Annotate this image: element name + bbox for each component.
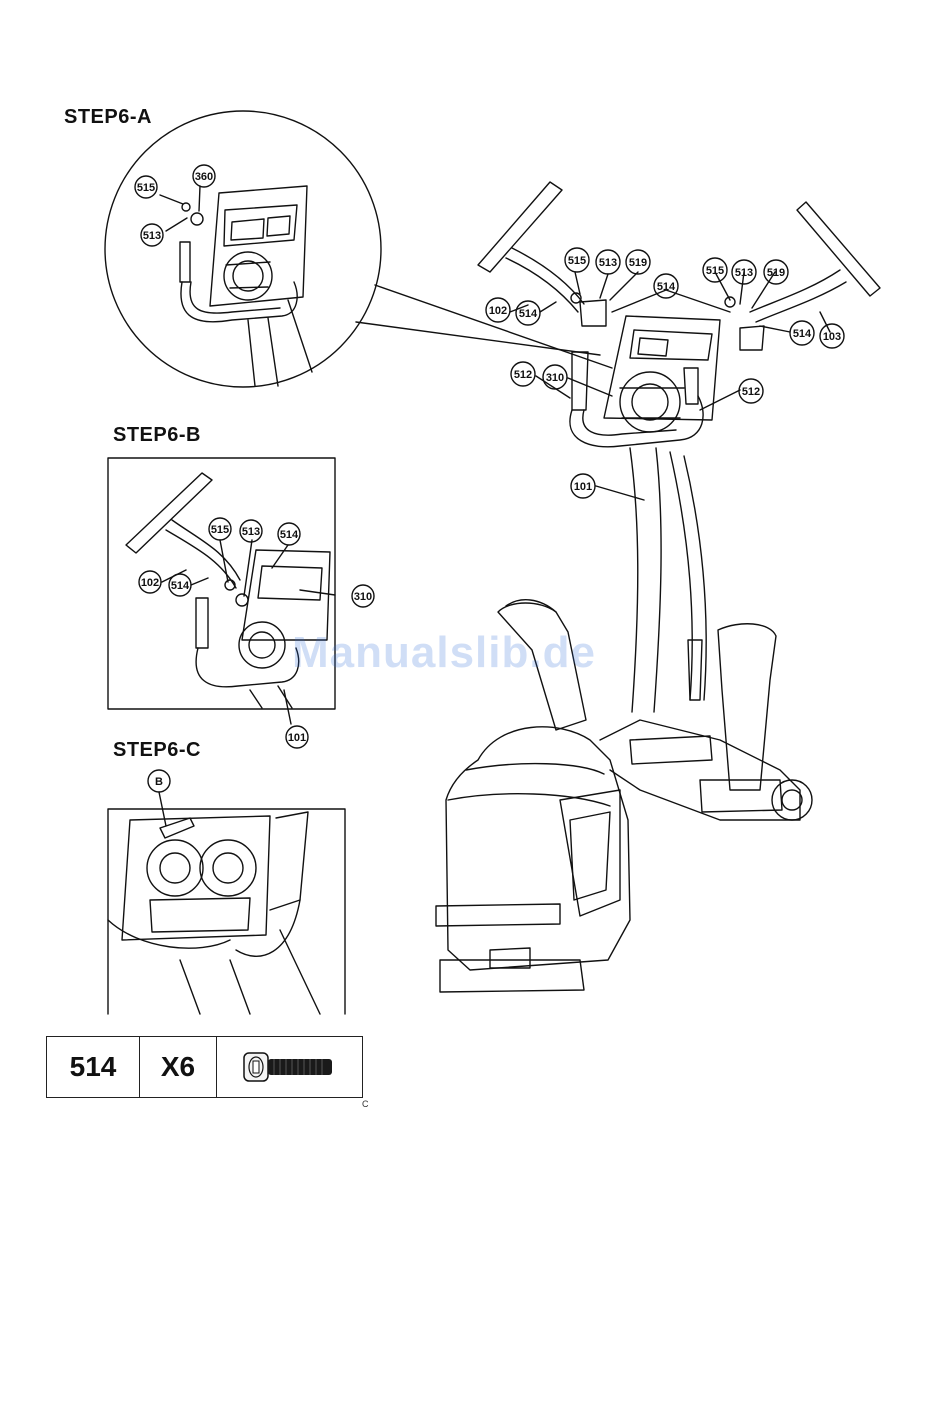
callout-label: 519 [629, 257, 647, 269]
callout-label: 512 [742, 386, 760, 398]
step-a-detail-circle [105, 111, 612, 387]
bolt-icon [217, 1037, 362, 1097]
callout-label: 101 [574, 481, 592, 493]
callout-label: 515 [706, 265, 724, 277]
callout-label: 360 [195, 171, 213, 183]
callout-label: 101 [288, 732, 306, 744]
parts-quantity-table: 514 X6 [46, 1036, 363, 1098]
callout-label: 514 [519, 308, 538, 320]
callout-label: 514 [171, 580, 190, 592]
callout-label: 103 [823, 331, 841, 343]
callout-label: B [155, 776, 163, 788]
callout-label: 515 [211, 524, 229, 536]
callout-label: 513 [735, 267, 753, 279]
callout-label: 102 [489, 305, 507, 317]
callout-label: 515 [568, 255, 586, 267]
callout-label: 519 [767, 267, 785, 279]
callout-label: 102 [141, 577, 159, 589]
part-number: 514 [47, 1037, 140, 1097]
step-b-detail-box [108, 458, 335, 724]
step-c-detail-box [108, 792, 345, 1014]
elliptical-machine [436, 182, 880, 992]
callout-label: 310 [354, 591, 372, 603]
callout-label: 514 [657, 281, 676, 293]
part-quantity: X6 [140, 1037, 217, 1097]
callout-label: 513 [599, 257, 617, 269]
corner-mark: C [362, 1099, 369, 1109]
callout-label: 513 [143, 230, 161, 242]
callout-label: 515 [137, 182, 155, 194]
callout-label: 513 [242, 526, 260, 538]
callout-label: 310 [546, 372, 564, 384]
callout-label: 514 [280, 529, 299, 541]
watermark: Manualslib.de [292, 628, 672, 678]
callout-label: 514 [793, 328, 812, 340]
callout-label: 512 [514, 369, 532, 381]
